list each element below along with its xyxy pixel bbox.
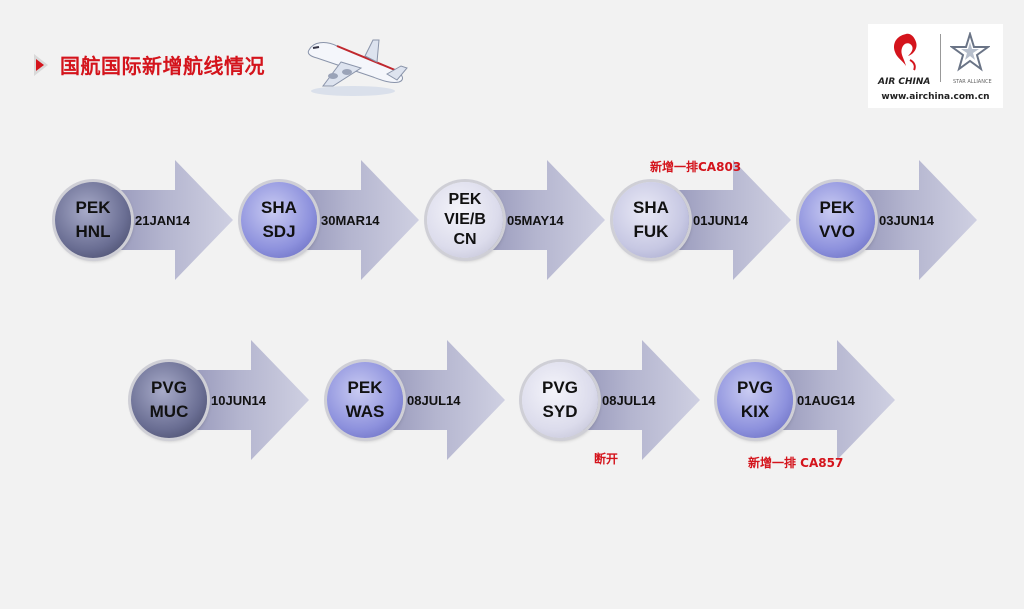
airport-disc: PEK VVO — [799, 182, 875, 258]
arrow-shape-icon — [839, 160, 977, 280]
airport-code-line1: SHA — [633, 198, 669, 217]
arrow-shape-icon — [653, 160, 791, 280]
airport-disc: PEK WAS — [327, 362, 403, 438]
airport-code-line2: SDJ — [262, 222, 296, 241]
airplane-icon — [307, 39, 408, 96]
route-arrow: SHA SDJ 30MAR14 — [241, 160, 421, 280]
route-date: 08JUL14 — [407, 393, 461, 408]
route-date: 30MAR14 — [321, 213, 380, 228]
website-url: www.airchina.com.cn — [881, 92, 990, 102]
route-arrow: PEK VIE/B CN 05MAY14 — [427, 160, 607, 280]
route-date: 01JUN14 — [693, 213, 748, 228]
airport-code-line2: MUC — [149, 402, 189, 421]
route-arrow: PVG KIX 01AUG14 — [717, 340, 897, 460]
airport-code-line1: PVG — [151, 378, 187, 397]
airport-code-line2: WAS — [345, 402, 385, 421]
title-bullet-icon — [34, 53, 48, 76]
airport-code-line2: FUK — [633, 222, 669, 241]
airport-disc: PVG SYD — [522, 362, 598, 438]
airport-code-line2: HNL — [75, 222, 111, 241]
route-date: 10JUN14 — [211, 393, 266, 408]
airport-code-line1: PEK — [448, 191, 482, 208]
page-title: 国航国际新增航线情况 — [60, 54, 265, 78]
arrow-shape-icon — [281, 160, 419, 280]
airport-disc: PVG MUC — [131, 362, 207, 438]
airport-code-line1: PVG — [737, 378, 773, 397]
airport-code-line1: PEK — [819, 198, 855, 217]
airport-disc: SHA FUK — [613, 182, 689, 258]
route-date: 08JUL14 — [602, 393, 656, 408]
airport-disc: PEK VIE/B CN — [427, 182, 503, 258]
airport-code-line2: SYD — [542, 402, 578, 421]
phoenix-logo-icon — [894, 33, 917, 71]
airport-disc: PEK HNL — [55, 182, 131, 258]
route-date: 01AUG14 — [797, 393, 855, 408]
arrow-shape-icon — [95, 160, 233, 280]
note-syd: 断开 — [594, 452, 619, 466]
airport-code-line1: SHA — [261, 198, 297, 217]
airport-code-line2: VVO — [819, 222, 855, 241]
air-china-logo: AIR CHINA STAR ALLIANCE www.airchina.com… — [868, 24, 1003, 108]
airport-disc: PVG KIX — [717, 362, 793, 438]
route-arrow: PVG MUC 10JUN14 — [131, 340, 311, 460]
airport-code-line1: PEK — [75, 198, 111, 217]
airport-code-line2: KIX — [740, 402, 770, 421]
star-alliance-icon — [950, 32, 990, 72]
arrow-shape-icon — [757, 340, 895, 460]
arrow-shape-icon — [467, 160, 605, 280]
route-arrow: PVG SYD 08JUL14 — [522, 340, 702, 460]
brand-name: AIR CHINA — [878, 77, 931, 87]
arrow-shape-icon — [367, 340, 505, 460]
slide-title: 国航国际新增航线情况 — [34, 50, 265, 79]
route-date: 21JAN14 — [135, 213, 190, 228]
airport-disc: SHA SDJ — [241, 182, 317, 258]
arrow-shape-icon — [171, 340, 309, 460]
route-date: 05MAY14 — [507, 213, 564, 228]
route-date: 03JUN14 — [879, 213, 934, 228]
airport-code-line1: PVG — [542, 378, 578, 397]
route-arrow: PEK WAS 08JUL14 — [327, 340, 507, 460]
note-kix: 新增一排 CA857 — [748, 456, 844, 470]
arrow-shape-icon — [562, 340, 700, 460]
alliance-name: STAR ALLIANCE — [953, 79, 992, 85]
route-arrow: SHA FUK 01JUN14 — [613, 160, 793, 280]
route-arrow: PEK VVO 03JUN14 — [799, 160, 979, 280]
route-arrow: PEK HNL 21JAN14 — [55, 160, 235, 280]
airport-code-line1: PEK — [347, 378, 383, 397]
airport-code-line2: VIE/B — [444, 211, 486, 228]
note-fuk: 新增一排CA803 — [650, 160, 742, 174]
logo-divider — [940, 34, 941, 82]
airport-code-line3: CN — [453, 231, 477, 248]
